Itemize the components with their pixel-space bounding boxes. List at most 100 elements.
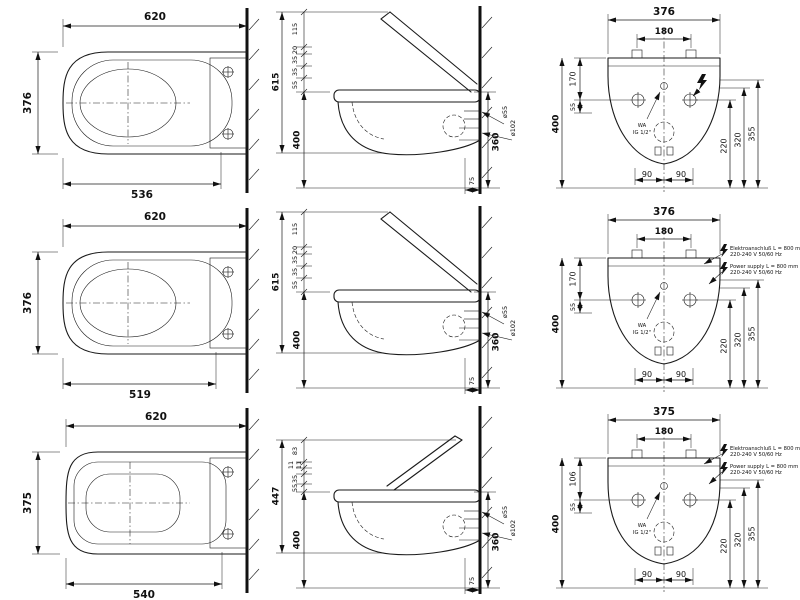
wa-label-line2: IG 1/2" <box>633 530 651 536</box>
front-view-1: WA IG 1/2" 376 180 <box>552 6 768 192</box>
dim-label-180: 180 <box>655 227 674 237</box>
dim-left-small: 55 <box>569 100 592 114</box>
seat-profile <box>333 89 481 103</box>
dim-label-355: 355 <box>748 326 757 341</box>
dim-label-chain-5: 55 <box>291 484 299 492</box>
dim-label-320: 320 <box>734 332 743 347</box>
dim-left-small: 55 <box>569 300 592 314</box>
toilet-plan <box>65 451 248 555</box>
elec-note-de-line1: Elektroanschluß L = 800 mm <box>730 246 800 252</box>
dim-label-360: 360 <box>492 133 502 152</box>
dim-chain: 115 20 35 35 55 <box>291 8 330 96</box>
dim-total-height: 615 <box>272 211 388 354</box>
dim-bottom-90-90: 90 90 <box>634 168 694 185</box>
drawing-row-2: 620 376 519 <box>0 200 800 400</box>
dim-label-dia102: ø102 <box>509 120 516 136</box>
dim-label-55: 55 <box>569 503 577 511</box>
seat-profile <box>333 289 481 303</box>
dim-right-320: 320 <box>720 287 750 388</box>
dim-label-chain-1: 115 <box>291 23 299 35</box>
dim-left-top: 170 <box>569 57 630 101</box>
dim-label-chain-1: 83 <box>291 447 299 455</box>
dim-label-55: 55 <box>569 103 577 111</box>
fixing-hole-bottom <box>222 328 234 340</box>
dim-overall-width: 620 <box>62 211 247 247</box>
dim-bottom-90-90: 90 90 <box>634 568 694 585</box>
wall-section <box>245 208 260 393</box>
dim-label-90-left: 90 <box>642 370 652 379</box>
dim-back-height: 360 <box>474 291 502 388</box>
dim-label-width: 375 <box>653 406 675 418</box>
toilet-rear <box>607 49 721 165</box>
dim-overall-width: 375 <box>607 406 721 454</box>
dim-hole-spacing: 180 <box>636 427 692 448</box>
drain <box>653 321 675 343</box>
dim-label-chain-2: 20 <box>291 246 299 254</box>
dim-height-400: 400 <box>552 58 565 188</box>
drain-outline <box>442 114 466 138</box>
mounting-hole-right <box>682 492 698 508</box>
mounting-hole-right <box>682 292 698 308</box>
dim-label-220: 220 <box>720 138 729 153</box>
dim-right-355: 355 <box>720 479 764 588</box>
elec-note-en-line1: Power supply L = 800 mm <box>730 264 798 270</box>
cell-front-view-3: WA IG 1/2" Elektroanschluß L = 800 mm 22… <box>516 400 800 600</box>
elec-note-en-line2: 220-240 V 50/60 Hz <box>730 470 782 476</box>
power-connection-symbol <box>692 74 707 97</box>
dim-label-seat-length: 540 <box>133 589 155 600</box>
toilet-plan <box>62 51 248 155</box>
dim-label-400: 400 <box>552 115 562 134</box>
dim-chain: 83 11 11 35 55 <box>287 436 330 496</box>
dim-drain-diameters: ø55 ø102 <box>481 506 516 541</box>
side-view-1: 615 115 20 35 35 55 <box>272 6 516 194</box>
wa-label-line1: WA <box>638 323 647 329</box>
dim-label-chain-5: 55 <box>291 81 299 89</box>
water-connection-label: WA IG 1/2" <box>633 291 661 336</box>
dim-label-180: 180 <box>655 27 674 37</box>
dim-overall-width: 376 <box>607 206 721 254</box>
dim-label-400: 400 <box>293 131 303 150</box>
dim-label-width: 620 <box>144 211 166 223</box>
dim-label-width: 376 <box>653 6 675 18</box>
wall-section <box>478 406 493 594</box>
mounting-hole-left <box>630 292 646 308</box>
dim-right-320: 320 <box>720 487 750 588</box>
cell-side-view-1: 615 115 20 35 35 55 <box>266 0 516 200</box>
lightning-icon <box>720 444 728 457</box>
open-lid <box>380 211 478 293</box>
dim-height-400: 400 <box>552 258 565 388</box>
dim-label-left-top: 170 <box>569 271 578 286</box>
dim-label-320: 320 <box>734 132 743 147</box>
dim-label-dia55: ø55 <box>501 506 509 518</box>
dim-label-dia55: ø55 <box>501 106 509 118</box>
dim-bottom-90-90: 90 90 <box>634 368 694 385</box>
fixing-hole-bottom <box>222 128 234 140</box>
dim-label-dia102: ø102 <box>509 520 516 536</box>
wa-label-line1: WA <box>638 523 647 529</box>
water-inlet <box>660 482 668 490</box>
dim-overall-width: 620 <box>62 11 247 47</box>
water-inlet <box>660 82 668 90</box>
mounting-hole-left <box>630 92 646 108</box>
dim-label-chain-1: 115 <box>291 223 299 235</box>
dim-label-total-height: 447 <box>272 487 282 506</box>
dim-label-dia102: ø102 <box>509 320 516 336</box>
side-view-2: 615 115 20 35 35 55 <box>272 206 516 394</box>
wall-section <box>245 8 260 193</box>
cell-front-view-1: WA IG 1/2" 376 180 <box>516 0 800 200</box>
dim-label-chain-4: 35 <box>291 68 299 76</box>
dim-label-seat-length: 536 <box>131 189 153 200</box>
dim-total-height: 447 <box>272 439 456 554</box>
dim-label-width: 376 <box>653 206 675 218</box>
dim-wall-offset: 75 <box>464 558 480 594</box>
dim-left-small: 55 <box>569 500 592 514</box>
wa-label-line2: IG 1/2" <box>633 130 651 136</box>
dim-label-total-height: 615 <box>272 73 282 92</box>
fixing-hole-top <box>222 66 234 78</box>
drain <box>653 521 675 543</box>
dim-label-220: 220 <box>720 338 729 353</box>
wall-section <box>245 408 260 593</box>
dim-wall-offset: 75 <box>464 358 480 394</box>
dim-back-height: 360 <box>474 91 502 188</box>
